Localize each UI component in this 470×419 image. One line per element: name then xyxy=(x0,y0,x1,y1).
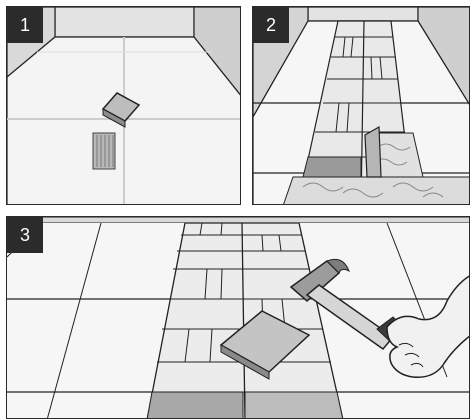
step-panel-1: 1 xyxy=(6,6,241,205)
step-number-badge: 1 xyxy=(7,7,43,43)
step-number-badge: 2 xyxy=(253,7,289,43)
room-floor-illustration-1 xyxy=(7,7,240,204)
room-floor-illustration-2 xyxy=(253,7,469,204)
step-panel-2: 2 xyxy=(252,6,470,205)
step-number-badge: 3 xyxy=(7,217,43,253)
room-floor-illustration-3 xyxy=(7,217,469,418)
step-panel-3: 3 xyxy=(6,216,470,419)
